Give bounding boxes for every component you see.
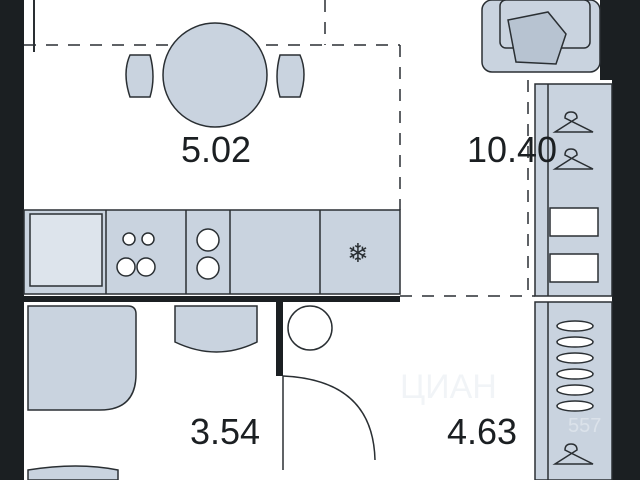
watermark-code: 557 (568, 415, 601, 437)
watermark: ЦИАН (400, 368, 497, 406)
dining-table-icon (162, 22, 268, 128)
sink-icon (29, 213, 103, 287)
shoe-icon (556, 320, 594, 412)
wardrobe-upper (534, 83, 613, 297)
fridge-snowflake-icon: ❄ (347, 239, 369, 269)
left-wall (0, 0, 24, 480)
kitchen-counter: ❄ (23, 209, 401, 295)
door-icon (282, 375, 376, 470)
zone-lines (24, 0, 535, 297)
room-area-bathroom: 3.54 (190, 411, 260, 452)
boiler-icon (287, 305, 333, 351)
toilet-icon (27, 465, 119, 480)
chair-icon (125, 54, 305, 98)
folded-shirt-icon (549, 207, 599, 283)
stove-icon (116, 232, 156, 277)
sofa-icon (481, 0, 601, 73)
dining-set (125, 22, 305, 128)
hanger-icon (552, 111, 594, 170)
washbasin-icon (174, 305, 258, 353)
kitchen-bath-partition (24, 296, 400, 302)
wardrobe-lower (534, 301, 613, 480)
room-area-dining: 5.02 (181, 129, 251, 170)
room-area-hallway: 4.63 (447, 411, 517, 452)
hanger-icon (552, 443, 594, 465)
right-inner-wall-top (600, 0, 612, 80)
oven-icon (196, 228, 220, 280)
pillow-icon (507, 11, 567, 65)
room-area-living: 10.40 (467, 129, 557, 170)
shower-icon (27, 305, 137, 411)
right-wall (612, 0, 640, 480)
bathroom-fixtures (27, 305, 333, 480)
bath-hall-partition (276, 296, 283, 376)
